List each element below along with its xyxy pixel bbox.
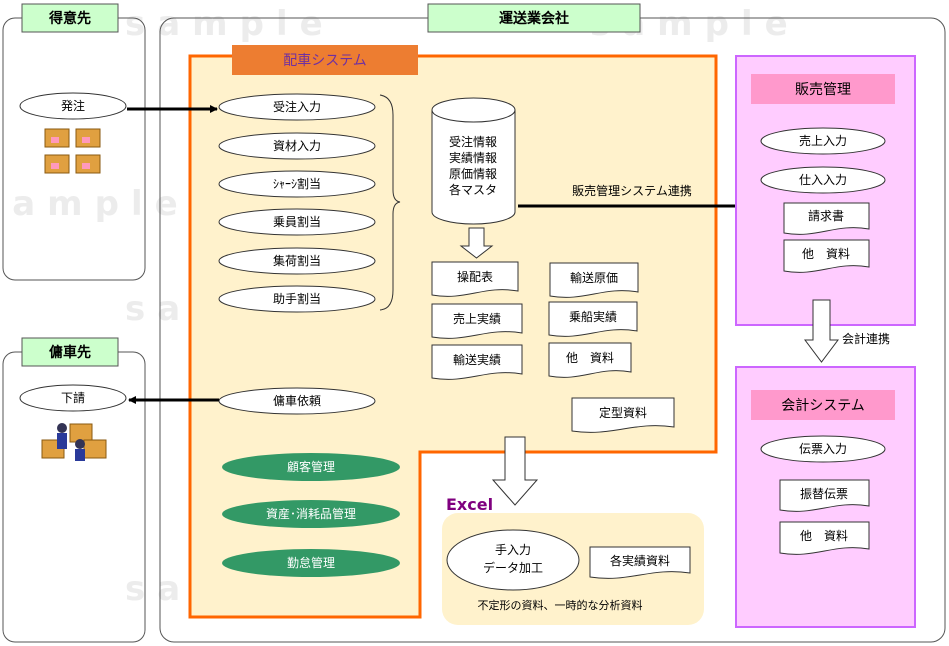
customer-panel: 得意先 発注 bbox=[2, 3, 146, 281]
company-title-box bbox=[427, 3, 641, 33]
excel-process-line: 手入力 bbox=[495, 543, 531, 557]
report-item: 操配表 bbox=[457, 269, 493, 284]
subcontract-label: 下請 bbox=[61, 391, 85, 405]
subcontractor-title-box bbox=[21, 337, 119, 367]
excel-process-ellipse bbox=[446, 529, 580, 591]
document-shape bbox=[783, 239, 870, 273]
management-ellipses: 顧客管理 資産･消耗品管理 勤怠管理 bbox=[222, 453, 400, 577]
document-shape bbox=[779, 521, 870, 555]
order-ellipse bbox=[19, 92, 127, 120]
input-item: 資材入力 bbox=[273, 139, 321, 153]
database-cylinder: 受注情報 実績情報 原価情報 各マスタ bbox=[431, 97, 516, 225]
accounting-input: 伝票入力 bbox=[799, 442, 847, 456]
db-item: 各マスタ bbox=[449, 182, 497, 197]
sales-link-label: 販売管理システム連携 bbox=[572, 183, 692, 198]
excel-area: Excel 手入力 データ加工 各実績資料 不定形の資料、一時的な分析資料 bbox=[442, 495, 704, 625]
excel-caption: 不定形の資料、一時的な分析資料 bbox=[478, 598, 643, 612]
customer-title: 得意先 bbox=[48, 10, 91, 27]
sales-title-box bbox=[751, 74, 895, 104]
boxes-icon bbox=[44, 128, 101, 174]
accounting-title: 会計システム bbox=[781, 398, 865, 414]
input-ellipses: 受注入力 資材入力 ｼｬｰｼ割当 乗員割当 集荷割当 助手割当 bbox=[218, 93, 376, 313]
report-docs: 操配表 輸送原価 売上実績 乗船実績 輸送実績 他 資料 定型資料 bbox=[431, 261, 675, 433]
excel-doc: 各実績資料 bbox=[610, 553, 670, 568]
sales-system: 販売管理 売上入力 仕入入力 請求書 他 資料 bbox=[735, 55, 916, 326]
input-item: 集荷割当 bbox=[273, 253, 321, 268]
charter-request-label: 傭車依頼 bbox=[273, 393, 321, 408]
excel-process-line: データ加工 bbox=[483, 560, 543, 575]
report-item: 輸送原価 bbox=[570, 270, 618, 285]
document-shape bbox=[589, 546, 691, 579]
sales-doc: 他 資料 bbox=[802, 247, 850, 261]
input-item: 受注入力 bbox=[273, 99, 321, 114]
workers-icon bbox=[41, 423, 107, 461]
accounting-doc: 他 資料 bbox=[800, 529, 848, 543]
dispatch-system: 配車システム 受注入力 資材入力 ｼｬｰｼ割当 乗員割当 集荷割当 助手割当 傭… bbox=[188, 45, 718, 619]
subcontractor-panel: 傭車先 下請 bbox=[2, 337, 146, 643]
down-arrow-icon bbox=[459, 227, 494, 259]
excel-down-arrow-icon bbox=[491, 436, 539, 506]
management-item: 顧客管理 bbox=[287, 459, 335, 474]
document-shape bbox=[779, 479, 870, 512]
document-shape bbox=[571, 397, 675, 433]
management-item: 勤怠管理 bbox=[287, 555, 335, 570]
dispatch-title-box bbox=[232, 45, 418, 75]
report-item: 定型資料 bbox=[599, 405, 647, 420]
document-shape bbox=[431, 344, 523, 380]
watermark: sample bbox=[0, 184, 190, 224]
dispatch-title: 配車システム bbox=[283, 52, 367, 69]
accounting-link-label: 会計連携 bbox=[842, 331, 890, 346]
input-item: 乗員割当 bbox=[273, 214, 321, 229]
db-item: 原価情報 bbox=[449, 167, 497, 181]
input-item: 助手割当 bbox=[273, 291, 321, 306]
document-shape bbox=[548, 301, 638, 337]
document-shape bbox=[431, 303, 523, 339]
company-title: 運送業会社 bbox=[499, 10, 569, 27]
brace bbox=[379, 94, 401, 311]
accounting-link-arrow-icon bbox=[804, 299, 839, 363]
document-shape bbox=[431, 261, 519, 297]
sales-input: 仕入入力 bbox=[799, 173, 847, 187]
subcontractor-title: 傭車先 bbox=[49, 344, 91, 361]
document-shape bbox=[783, 202, 870, 235]
watermark: sample bbox=[125, 4, 335, 44]
sales-input: 売上入力 bbox=[799, 133, 847, 148]
sales-doc: 請求書 bbox=[808, 209, 844, 223]
document-shape bbox=[549, 262, 639, 298]
db-item: 受注情報 bbox=[449, 134, 497, 149]
accounting-doc: 振替伝票 bbox=[800, 487, 848, 501]
accounting-system: 会計システム 伝票入力 振替伝票 他 資料 bbox=[735, 366, 916, 628]
report-item: 売上実績 bbox=[453, 311, 501, 326]
document-shape bbox=[548, 342, 632, 378]
report-item: 乗船実績 bbox=[569, 309, 617, 324]
db-item: 実績情報 bbox=[449, 150, 497, 165]
report-item: 他 資料 bbox=[566, 351, 614, 365]
customer-title-box bbox=[21, 3, 119, 33]
sales-title: 販売管理 bbox=[795, 82, 851, 98]
report-item: 輸送実績 bbox=[453, 352, 501, 367]
input-item: ｼｬｰｼ割当 bbox=[273, 176, 321, 191]
management-item: 資産･消耗品管理 bbox=[266, 506, 356, 521]
accounting-title-box bbox=[751, 390, 895, 420]
excel-title: Excel bbox=[446, 495, 493, 514]
order-label: 発注 bbox=[61, 98, 85, 113]
subcontract-ellipse bbox=[19, 384, 127, 412]
